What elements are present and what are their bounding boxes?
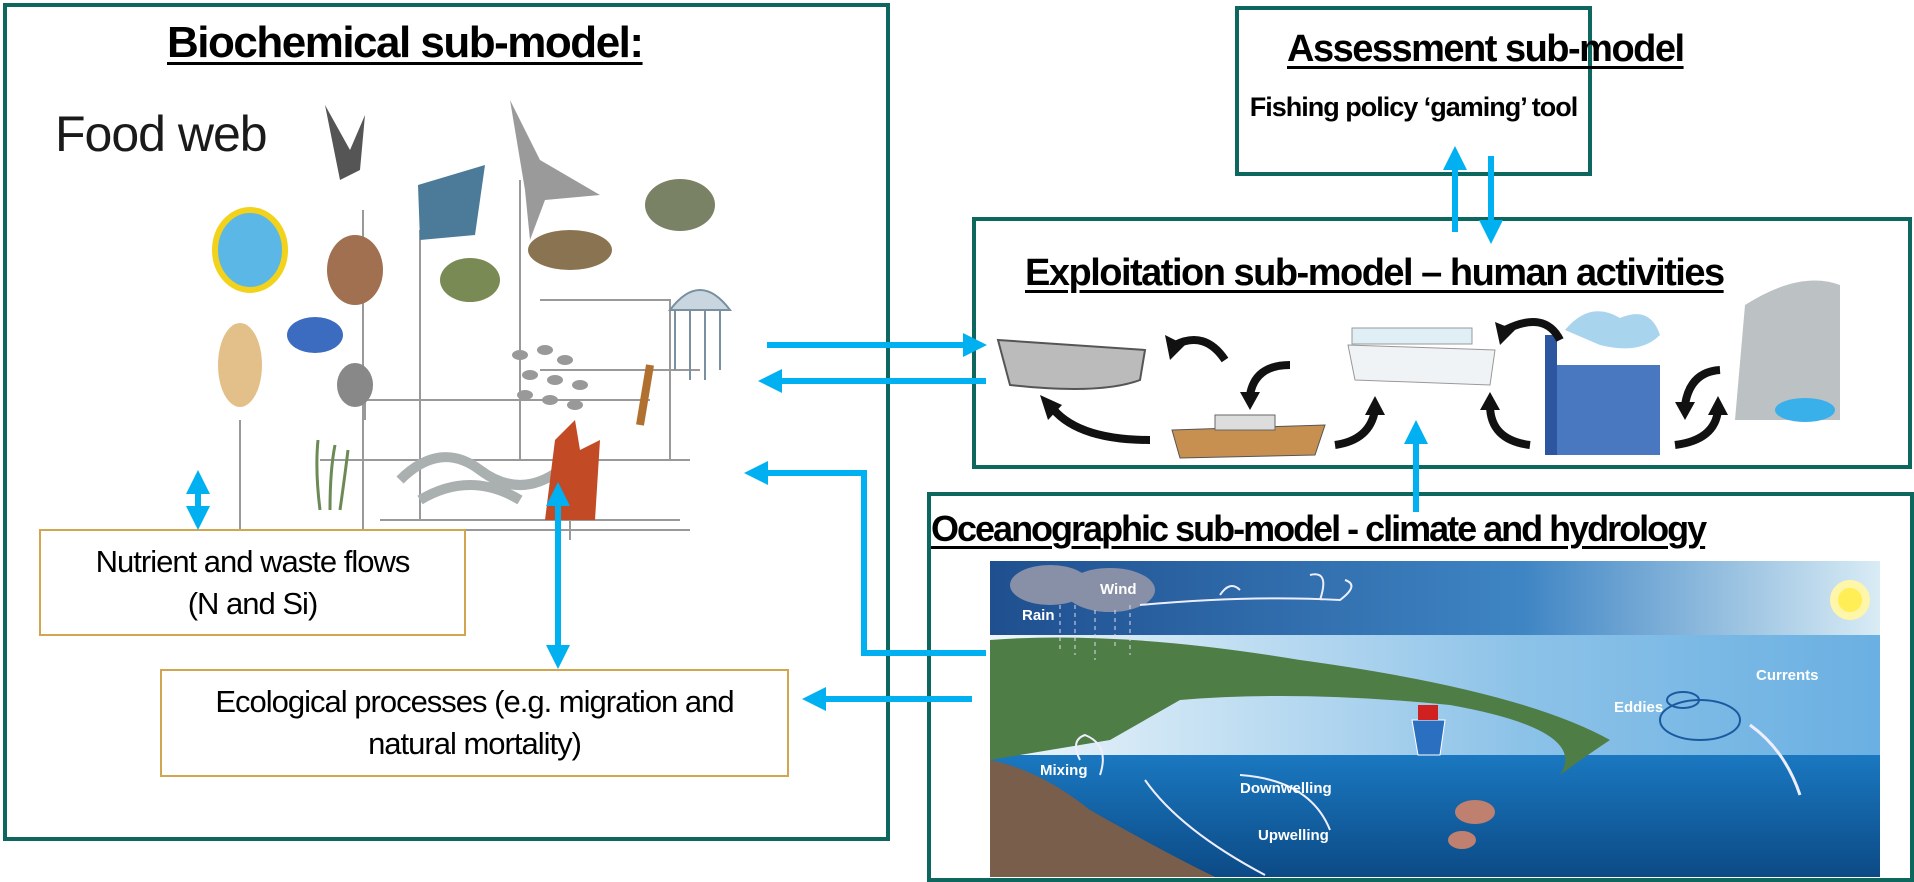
snapper-fish-icon [1455, 800, 1495, 824]
crab-icon [440, 258, 500, 302]
ferry-icon [1347, 344, 1496, 386]
currents-label: Currents [1756, 667, 1819, 684]
ecological-processes-box: Ecological processes (e.g. migration and… [160, 669, 789, 777]
assessment-submodel-box [1235, 6, 1592, 176]
fish-icon [528, 230, 612, 270]
industrial-plant-icon [1545, 311, 1660, 455]
trawler-cabin [1418, 705, 1438, 720]
wind-swirls [1075, 573, 1802, 876]
shell-icon [218, 323, 262, 407]
arrow-ocean-to-foodweb [744, 461, 986, 656]
seabed-slope [990, 760, 1215, 877]
sea-pen-icon [636, 364, 654, 426]
amphipod-icon [337, 363, 373, 407]
food-web-label: Food web [55, 106, 268, 162]
eddies-label: Eddies [1614, 699, 1663, 716]
downwelling-label: Downwelling [1240, 780, 1332, 797]
sun-icon [1830, 580, 1870, 620]
rain-label: Rain [1022, 607, 1055, 624]
assessment-title: Assessment sub-model [1287, 28, 1685, 70]
assessment-subtitle: Fishing policy ‘gaming’ tool [1249, 92, 1579, 122]
rain-lines [1059, 605, 1131, 660]
cycle-arrowheads [1040, 322, 1728, 420]
rain-clouds-icon [1010, 565, 1155, 612]
fishing-boat-cabin [1214, 414, 1276, 431]
stingray-icon [418, 165, 485, 240]
turtle-icon [645, 179, 715, 231]
snapper-fish-icon-small [1448, 831, 1476, 849]
crayfish-icon [287, 317, 343, 353]
bird-icon [325, 105, 365, 180]
dinghy-icon [996, 338, 1147, 390]
coral-icon [327, 235, 383, 305]
shark-icon [510, 100, 600, 240]
mixing-label: Mixing [1040, 762, 1088, 779]
nutrient-waste-flows-box: Nutrient and waste flows (N and Si) [39, 529, 466, 636]
oceanographic-title: Oceanographic sub-model - climate and hy… [931, 508, 1707, 549]
worm-icon [396, 452, 563, 505]
coastline-land [990, 637, 1610, 775]
angelfish-icon [212, 207, 288, 293]
eddies-swirl [1659, 691, 1741, 741]
wind-label: Wind [1100, 581, 1137, 598]
biochemical-title: Biochemical sub-model: [167, 18, 644, 67]
jellyfish-icon [667, 289, 733, 380]
ferry-canopy [1351, 327, 1473, 345]
fish-school-icon [512, 345, 588, 410]
seagrass-icon [315, 439, 350, 511]
exploitation-title: Exploitation sub-model – human activitie… [1025, 252, 1725, 294]
upwelling-label: Upwelling [1258, 827, 1329, 844]
resort-hotel-icon [1735, 280, 1840, 422]
